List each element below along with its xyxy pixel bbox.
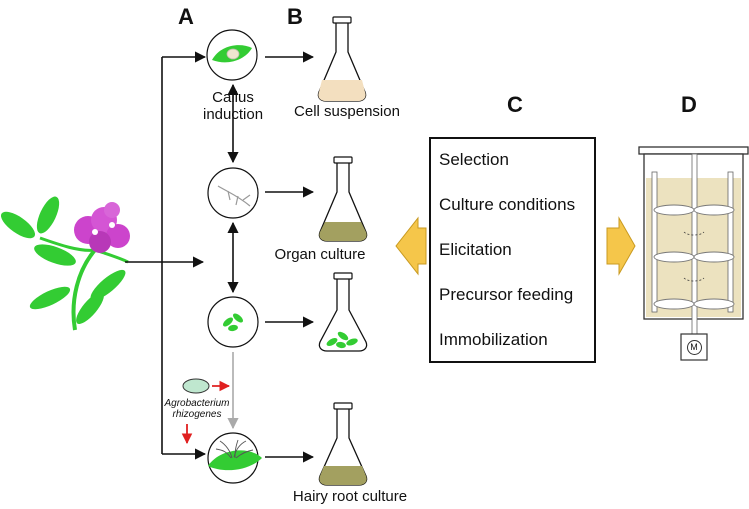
organ-culture-label: Organ culture	[274, 246, 366, 263]
root-explant-icon	[217, 185, 251, 207]
strategy-selection: Selection	[439, 150, 509, 169]
impeller-icon	[653, 204, 735, 216]
branch-lines	[125, 51, 207, 460]
agrobacterium-label-line1: Agrobacterium	[164, 398, 230, 409]
agrobacterium-label-line2: rhizogenes	[172, 409, 222, 420]
hairy-root-culture-label: Hairy root culture	[292, 488, 408, 505]
shoot-explant	[207, 296, 259, 348]
strategy-precursor-feeding: Precursor feeding	[439, 285, 574, 304]
panel-label-a: A	[178, 4, 194, 29]
strategies-box: Selection Culture conditions Elicitation…	[429, 137, 596, 363]
flask-icon	[318, 402, 368, 486]
impeller-icon	[653, 251, 735, 263]
callus-explant	[206, 29, 258, 81]
yellow-arrow-right	[606, 216, 636, 276]
motor-icon: M	[686, 340, 702, 355]
strategy-immobilization: Immobilization	[439, 330, 548, 349]
flask-icon	[318, 272, 368, 352]
panel-label-c: C	[507, 92, 523, 117]
shoot-explant-icon	[223, 313, 243, 332]
strategy-culture-conditions: Culture conditions	[439, 195, 576, 214]
panel-label-b: B	[287, 4, 303, 29]
flask-icon	[317, 16, 367, 102]
flask-icon	[318, 156, 368, 242]
root-explant	[207, 167, 259, 219]
plant-icon	[0, 196, 130, 331]
strategy-elicitation: Elicitation	[439, 240, 512, 259]
impeller-icon	[653, 298, 735, 310]
cell-suspension-label: Cell suspension	[294, 103, 400, 120]
callus-induction-label: Callus induction	[203, 89, 264, 123]
yellow-arrow-left	[395, 216, 427, 276]
panel-label-d: D	[681, 92, 697, 117]
bioreactor-icon	[638, 146, 749, 361]
hairy-root-explant	[207, 432, 262, 484]
bacterium-icon	[182, 378, 210, 394]
